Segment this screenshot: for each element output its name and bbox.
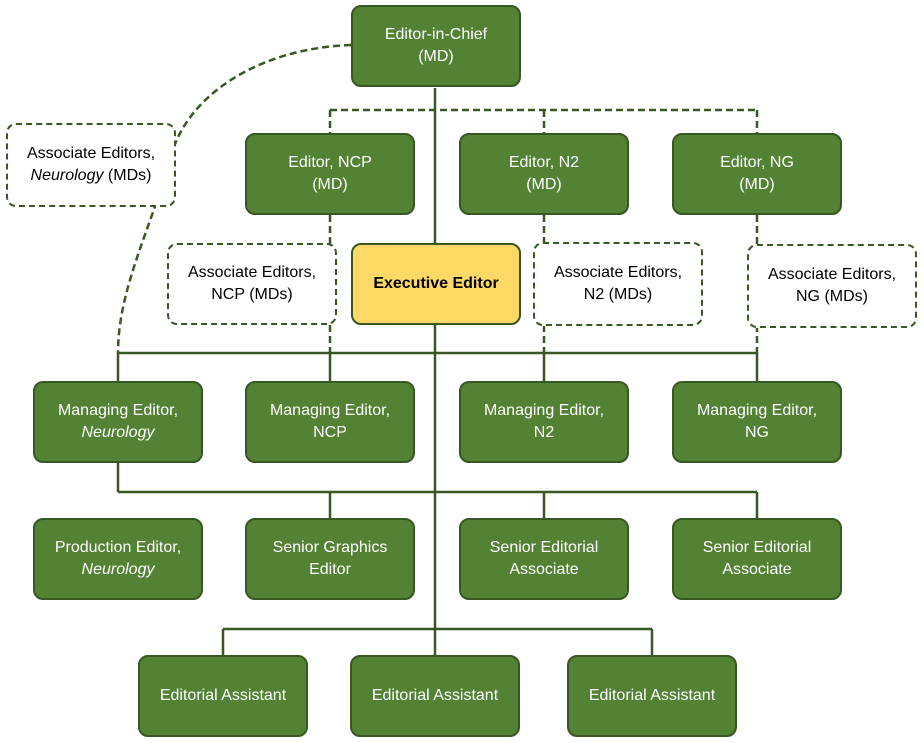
managing-n2-journal: N2 [533, 424, 555, 441]
associate-editors-n2-box: Associate Editors, N2 (MDs) [533, 242, 703, 326]
managing-neurology-journal: Neurology [81, 424, 155, 441]
managing-editor-neurology-box: Managing Editor, Neurology [33, 381, 203, 463]
sea2-line2: Associate [722, 561, 792, 578]
editor-ng-box: Editor, NG (MD) [672, 133, 842, 215]
senior-editorial-associate-box: Senior Editorial Associate [459, 518, 629, 600]
production-editor-title: Production Editor, [54, 539, 182, 556]
senior-graphics-editor-box: Senior Graphics Editor [245, 518, 415, 600]
assoc-n2-line1: Associate Editors, [553, 264, 683, 281]
production-editor-box: Production Editor, Neurology [33, 518, 203, 600]
managing-editor-n2-box: Managing Editor, N2 [459, 381, 629, 463]
editor-n2-degree: (MD) [526, 176, 562, 193]
editor-ncp-box: Editor, NCP (MD) [245, 133, 415, 215]
assoc-ncp-line2: NCP (MDs) [211, 286, 293, 303]
senior-editorial-associate-box: Senior Editorial Associate [672, 518, 842, 600]
managing-n2-title: Managing Editor, [483, 402, 605, 419]
editor-ncp-title: Editor, NCP [288, 154, 372, 171]
editorial-assistant-box: Editorial Assistant [567, 655, 737, 737]
editorial-assistant-box: Editorial Assistant [350, 655, 520, 737]
sea1-line1: Senior Editorial [489, 539, 599, 556]
assoc-neurology-degree: (MDs) [103, 167, 152, 184]
editorial-assistant-label: Editorial Assistant [159, 687, 287, 704]
assoc-ng-line2: NG (MDs) [796, 288, 868, 305]
executive-editor-label: Executive Editor [373, 275, 499, 292]
neurology-associates-dashed-link [168, 43, 352, 161]
editor-ng-degree: (MD) [739, 176, 775, 193]
sea1-line2: Associate [509, 561, 579, 578]
assoc-n2-line2: N2 (MDs) [583, 286, 653, 303]
editorial-assistant-box: Editorial Assistant [138, 655, 308, 737]
managing-neurology-title: Managing Editor, [57, 402, 179, 419]
assoc-ng-line1: Associate Editors, [767, 266, 897, 283]
editorial-assistant-label: Editorial Assistant [371, 687, 499, 704]
assoc-neurology-line2: Neurology (MDs) [31, 165, 152, 187]
managing-editor-ncp-box: Managing Editor, NCP [245, 381, 415, 463]
editor-n2-box: Editor, N2 (MD) [459, 133, 629, 215]
editor-n2-title: Editor, N2 [508, 154, 580, 171]
managing-ncp-journal: NCP [313, 424, 347, 441]
associate-editors-ncp-box: Associate Editors, NCP (MDs) [167, 243, 337, 325]
sea2-line1: Senior Editorial [702, 539, 812, 556]
assoc-neurology-journal: Neurology [30, 167, 104, 184]
graphics-line2: Editor [309, 561, 351, 578]
chief-degree: (MD) [418, 48, 454, 65]
chief-title: Editor-in-Chief [384, 26, 488, 43]
editor-ng-title: Editor, NG [720, 154, 794, 171]
assoc-neurology-line1: Associate Editors, [26, 145, 156, 162]
editor-in-chief-box: Editor-in-Chief (MD) [351, 5, 521, 87]
executive-editor-box: Executive Editor [351, 243, 521, 325]
assoc-ncp-line1: Associate Editors, [187, 264, 317, 281]
managing-ng-journal: NG [745, 424, 769, 441]
managing-ncp-title: Managing Editor, [269, 402, 391, 419]
associate-editors-neurology-box: Associate Editors, Neurology (MDs) [6, 123, 176, 207]
editorial-assistant-label: Editorial Assistant [588, 687, 716, 704]
production-editor-journal: Neurology [81, 561, 155, 578]
editor-ncp-degree: (MD) [312, 176, 348, 193]
associate-editors-ng-box: Associate Editors, NG (MDs) [747, 244, 917, 328]
graphics-line1: Senior Graphics [272, 539, 388, 556]
managing-ng-title: Managing Editor, [696, 402, 818, 419]
managing-editor-ng-box: Managing Editor, NG [672, 381, 842, 463]
